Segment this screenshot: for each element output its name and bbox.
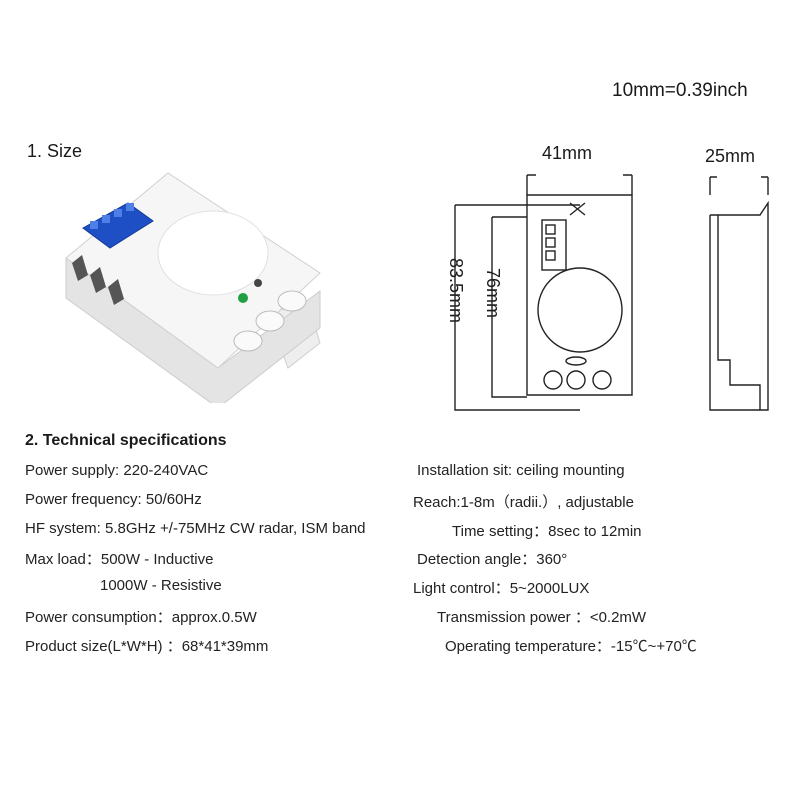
spec-detection-angle: Detection angle：360° bbox=[417, 551, 568, 568]
spec-transmission-power: Transmission power ：<0.2mW bbox=[437, 609, 647, 626]
spec-power-supply: Power supply: 220-240VAC bbox=[25, 462, 209, 479]
spec-max-load-inductive: Max load：500W - Inductive bbox=[25, 551, 214, 568]
spec-hf-system: HF system: 5.8GHz +/-75MHz CW radar, ISM… bbox=[25, 520, 366, 537]
size-section-heading: 1. Size bbox=[27, 141, 83, 161]
width-dimension-label: 41mm bbox=[542, 143, 593, 163]
spec-time-setting: Time setting：8sec to 12min bbox=[452, 523, 642, 540]
spec-power-frequency: Power frequency: 50/60Hz bbox=[25, 491, 202, 508]
spec-installation-site: Installation sit: ceiling mounting bbox=[417, 462, 625, 479]
sensor-product-photo bbox=[65, 172, 321, 403]
depth-dimension-label: 25mm bbox=[705, 146, 756, 166]
unit-conversion-note: 10mm=0.39inch bbox=[612, 80, 748, 101]
spec-product-size: Product size(L*W*H) ：68*41*39mm bbox=[25, 638, 269, 655]
spec-operating-temperature: Operating temperature：-15℃~+70℃ bbox=[445, 638, 697, 655]
spec-light-control: Light control：5~2000LUX bbox=[413, 580, 590, 597]
spec-reach: Reach:1-8m（radii.）, adjustable bbox=[413, 494, 634, 511]
spec-max-load-resistive: 1000W - Resistive bbox=[100, 577, 222, 594]
dimension-drawing bbox=[454, 174, 769, 411]
technical-specifications-heading: 2. Technical specifications bbox=[25, 432, 227, 449]
spec-power-consumption: Power consumption：approx.0.5W bbox=[25, 609, 257, 626]
